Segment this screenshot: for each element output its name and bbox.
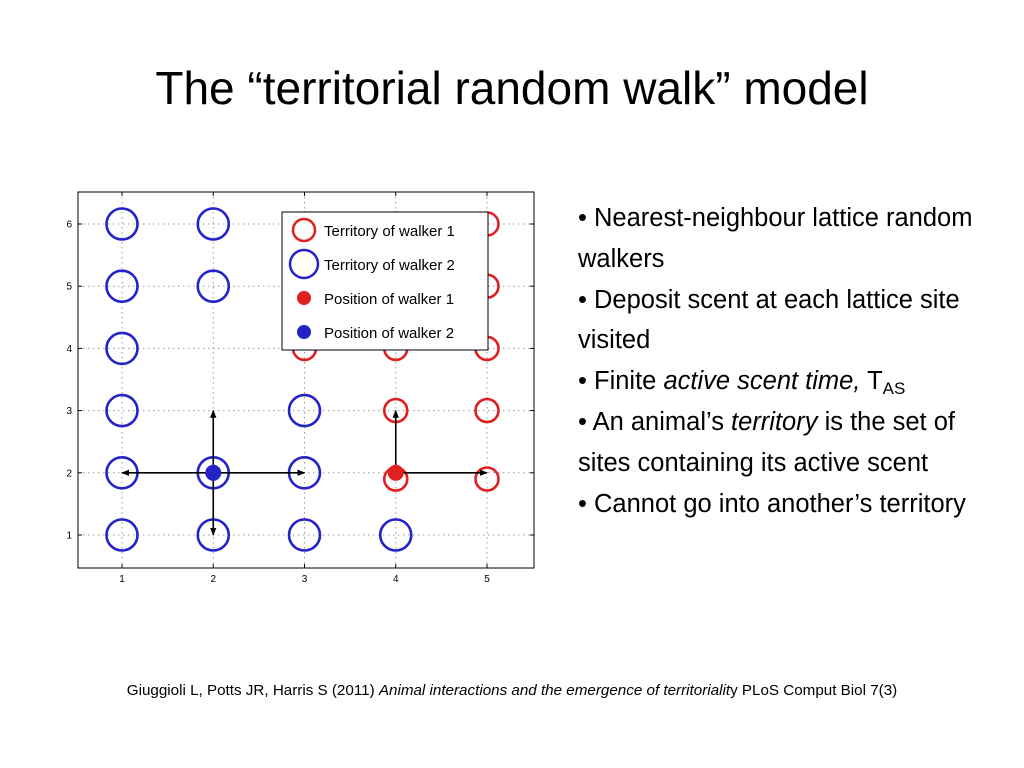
legend-item-territory-1: Territory of walker 1	[291, 217, 455, 243]
territory-2-circle	[105, 269, 139, 303]
y-tick-label: 4	[66, 344, 72, 355]
walker-2-position	[205, 464, 222, 481]
territory-2-circle	[287, 518, 322, 552]
bullet-text: • An animal’s	[578, 407, 732, 436]
citation: Giuggioli L, Potts JR, Harris S (2011) A…	[0, 681, 1024, 701]
bullet-text: is the set of sites containing its activ…	[578, 407, 955, 477]
territory-2-circle	[105, 393, 139, 428]
legend-label-territory-2: Territory of walker 2	[324, 257, 455, 274]
move-arrows	[121, 409, 488, 536]
y-tick-label: 5	[66, 282, 72, 293]
legend-label-position-1: Position of walker 1	[324, 291, 454, 308]
slide-title: The “territorial random walk” model	[155, 62, 869, 114]
legend-item-position-1: Position of walker 1	[297, 291, 454, 308]
bullet-text: • Finite	[578, 367, 664, 396]
x-tick-label: 4	[393, 574, 399, 585]
territory-1-circle	[474, 397, 500, 424]
x-tick-label: 5	[484, 574, 490, 585]
legend: Territory of walker 1 Territory of walke…	[281, 211, 489, 351]
lattice-plot: 1 2 3 4 5 1 2 3 4 5 6 Territory of walker 1 Territ…	[66, 191, 535, 585]
emphasis-text: territory	[731, 407, 818, 436]
y-tick-label: 1	[66, 531, 72, 542]
legend-marker-position-1	[297, 291, 311, 305]
legend-marker-territory-1	[291, 217, 317, 243]
citation-journal: y PLoS Comput Biol 7(3)	[730, 682, 898, 699]
bullet-territory-definition: • An animal’s territory is the set of si…	[578, 402, 978, 484]
legend-box	[281, 211, 489, 351]
legend-marker-position-2	[297, 325, 311, 339]
bullet-deposit-scent: • Deposit scent at each lattice site vis…	[578, 285, 960, 355]
territory-2-circle	[196, 269, 231, 303]
bullet-list: • Nearest-neighbour lattice random walke…	[578, 198, 978, 524]
citation-authors: Giuggioli L, Potts JR, Harris S (2011)	[126, 682, 379, 699]
legend-label-territory-1: Territory of walker 1	[324, 223, 455, 240]
territory-1-circle	[474, 466, 500, 492]
walker-1-position	[387, 464, 404, 481]
bullet-cannot-enter: • Cannot go into another’s territory	[578, 489, 966, 518]
axis-ticks: 1 2 3 4 5 1 2 3 4 5 6	[66, 192, 534, 585]
symbol-text: T	[860, 367, 883, 396]
bullet-active-scent-time: • Finite active scent time, TAS	[578, 361, 978, 402]
legend-item-position-2: Position of walker 2	[297, 325, 454, 342]
x-tick-label: 2	[210, 574, 216, 585]
subscript-text: AS	[882, 379, 906, 399]
x-tick-label: 1	[119, 574, 125, 585]
bullet-nearest-neighbour: • Nearest-neighbour lattice random walke…	[578, 204, 973, 273]
territory-2-circle	[105, 518, 139, 552]
walker-positions	[205, 464, 404, 481]
territory-2-circle	[287, 393, 322, 428]
territory-2-circle	[196, 207, 231, 241]
legend-marker-territory-2	[288, 248, 320, 280]
y-tick-label: 2	[66, 468, 72, 479]
emphasis-text: active scent time,	[663, 367, 861, 396]
territory-2-circle	[378, 518, 413, 552]
lattice-figure: 1 2 3 4 5 1 2 3 4 5 6 Territory of walker 1 Territ…	[60, 190, 540, 590]
territory-2-circle	[105, 331, 139, 366]
y-tick-label: 3	[66, 406, 72, 417]
legend-label-position-2: Position of walker 2	[324, 325, 454, 342]
citation-title: Animal interactions and the emergence of…	[378, 682, 731, 699]
legend-item-territory-2: Territory of walker 2	[288, 248, 455, 280]
x-tick-label: 3	[302, 574, 308, 585]
y-tick-label: 6	[66, 220, 72, 231]
territory-2-circle	[105, 207, 139, 241]
